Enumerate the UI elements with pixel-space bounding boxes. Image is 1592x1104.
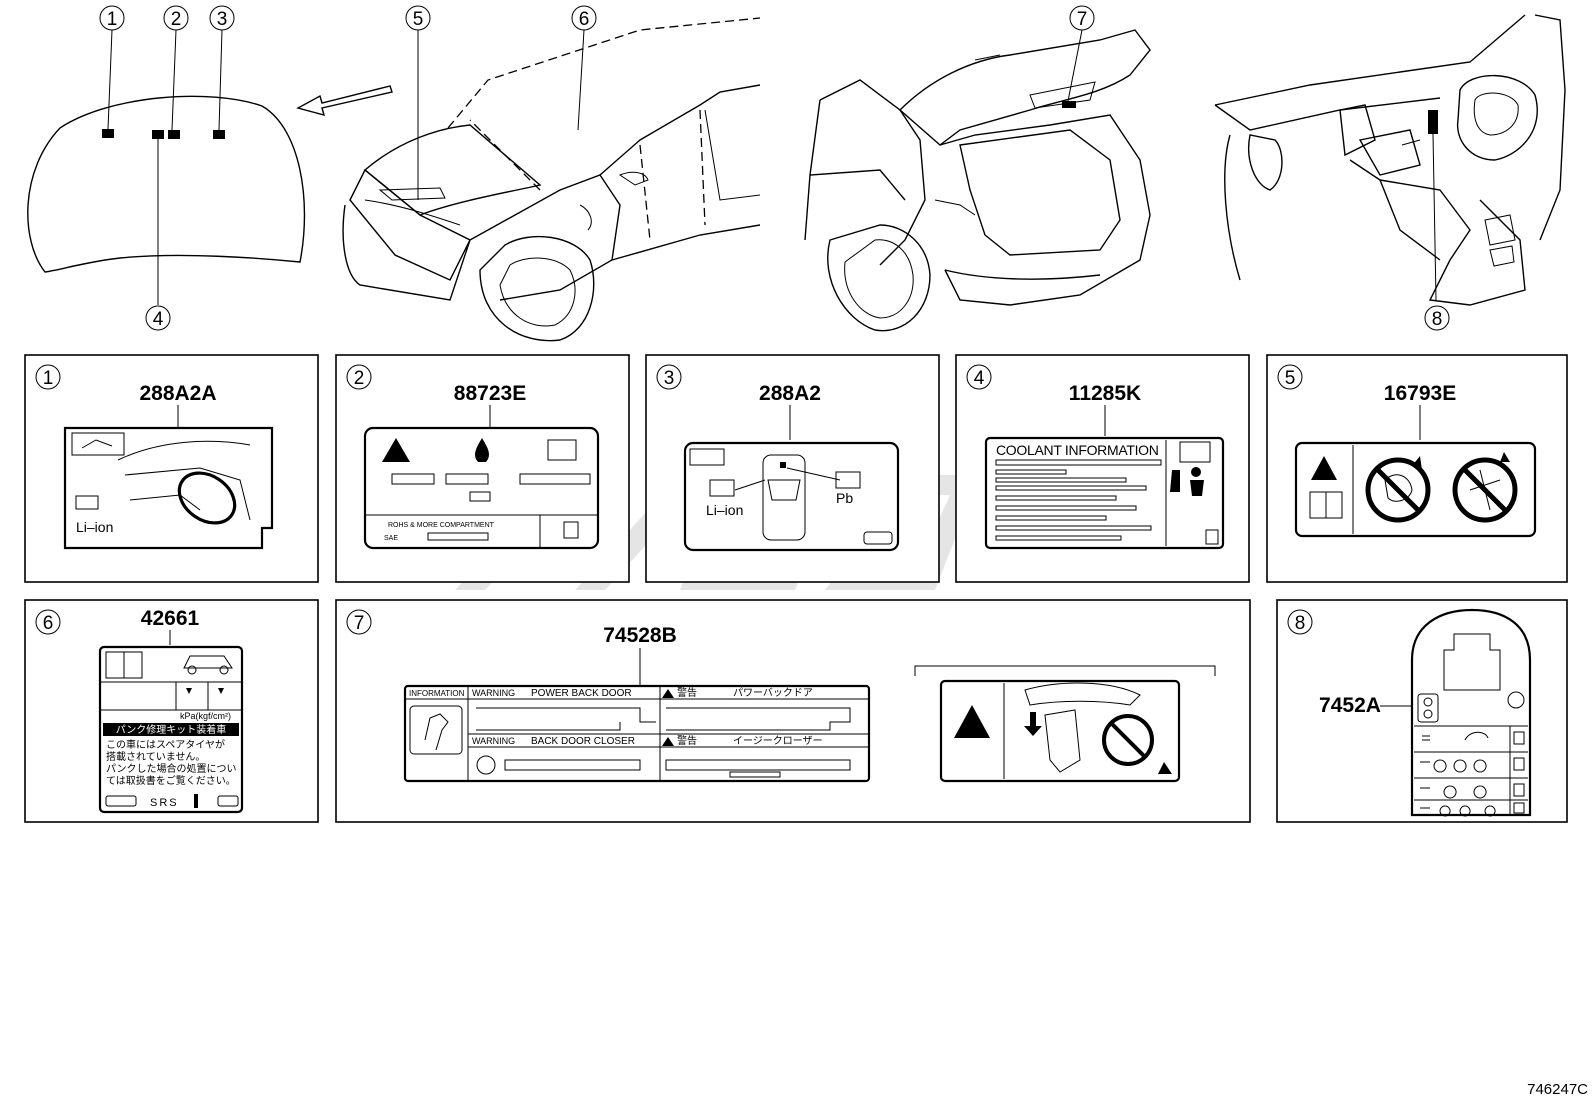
- svg-text:警告: 警告: [677, 686, 697, 699]
- svg-text:BACK DOOR CLOSER: BACK DOOR CLOSER: [531, 736, 635, 747]
- callout-5: 5: [413, 9, 424, 30]
- part-number-88723E: 88723E: [454, 382, 526, 405]
- coolant-information-title: COOLANT INFORMATION: [996, 442, 1159, 458]
- svg-text:SAE: SAE: [384, 535, 398, 542]
- panel-4: 4 11285K COOLANT INFORMATION: [955, 354, 1250, 583]
- svg-text:2: 2: [354, 368, 365, 389]
- svg-text:INFORMATION: INFORMATION: [409, 689, 465, 698]
- callout-2: 2: [171, 9, 182, 30]
- svg-text:1: 1: [43, 368, 54, 389]
- svg-text:4: 4: [974, 368, 985, 389]
- svg-text:パンクした場合の処置につい: パンクした場合の処置につい: [106, 762, 237, 775]
- part-number-288A2: 288A2: [759, 382, 821, 405]
- rear-car-illustration: [804, 29, 1151, 332]
- svg-text:WARNING: WARNING: [472, 736, 515, 746]
- dashboard-illustration: [1214, 14, 1566, 306]
- svg-text:ては取扱書をご覧ください。: ては取扱書をご覧ください。: [106, 774, 236, 787]
- hood-illustration: [27, 29, 393, 305]
- callout-7: 7: [1077, 9, 1088, 30]
- svg-text:Pb: Pb: [836, 490, 853, 506]
- panel-8: 8 7452A: [1276, 599, 1568, 823]
- svg-text:3: 3: [664, 368, 675, 389]
- svg-text:パワーバックドア: パワーバックドア: [733, 687, 813, 699]
- panel-7: 7 74528B INFORMATION WARNING POWER BACK …: [335, 599, 1251, 823]
- diagram-code: 746247C: [1527, 1081, 1588, 1098]
- callout-1: 1: [107, 9, 118, 30]
- svg-text:WARNING: WARNING: [472, 688, 515, 698]
- part-number-7452A: 7452A: [1319, 694, 1381, 717]
- part-number-11285K: 11285K: [1069, 382, 1141, 405]
- svg-text:6: 6: [43, 613, 54, 634]
- panel-2: 2 88723E ROHS & MORE COMPARTMENT SAE: [335, 354, 630, 583]
- svg-text:パンク修理キット装着車: パンク修理キット装着車: [116, 723, 227, 736]
- panel-1: 1 288A2A Li–ion: [24, 354, 319, 583]
- panel-3: 3 288A2 Li–ion Pb: [645, 354, 940, 583]
- svg-text:kPa(kgf/cm²): kPa(kgf/cm²): [180, 711, 231, 721]
- svg-text:搭載されていません。: 搭載されていません。: [106, 750, 205, 763]
- part-number-288A2A: 288A2A: [139, 382, 216, 405]
- part-number-74528B: 74528B: [603, 624, 677, 647]
- svg-text:7: 7: [354, 613, 365, 634]
- callout-circles-top: 1 2 3 4 5 6 7 8: [99, 5, 1450, 331]
- svg-text:POWER BACK DOOR: POWER BACK DOOR: [531, 688, 632, 699]
- svg-text:Li–ion: Li–ion: [706, 502, 743, 518]
- svg-text:8: 8: [1295, 613, 1306, 634]
- svg-text:Li–ion: Li–ion: [76, 519, 113, 535]
- callout-3: 3: [217, 9, 228, 30]
- callout-4: 4: [153, 309, 164, 330]
- callout-6: 6: [579, 9, 590, 30]
- svg-text:警告: 警告: [677, 734, 697, 747]
- svg-text:イージークローザー: イージークローザー: [733, 735, 823, 747]
- svg-text:ROHS & MORE COMPARTMENT: ROHS & MORE COMPARTMENT: [388, 522, 495, 529]
- svg-text:SRS: SRS: [150, 797, 179, 809]
- part-number-42661: 42661: [141, 607, 200, 630]
- svg-text:この車にはスペアタイヤが: この車にはスペアタイヤが: [106, 738, 225, 751]
- panel-5: 5 16793E: [1266, 354, 1568, 583]
- front-car-illustration: [342, 17, 761, 342]
- panel-6: 6 42661 kPa(kgf/cm²) パンク修理キット装着車 この車にはスペ…: [24, 599, 319, 823]
- svg-text:5: 5: [1285, 368, 1296, 389]
- callout-8: 8: [1432, 309, 1443, 330]
- part-number-16793E: 16793E: [1384, 382, 1456, 405]
